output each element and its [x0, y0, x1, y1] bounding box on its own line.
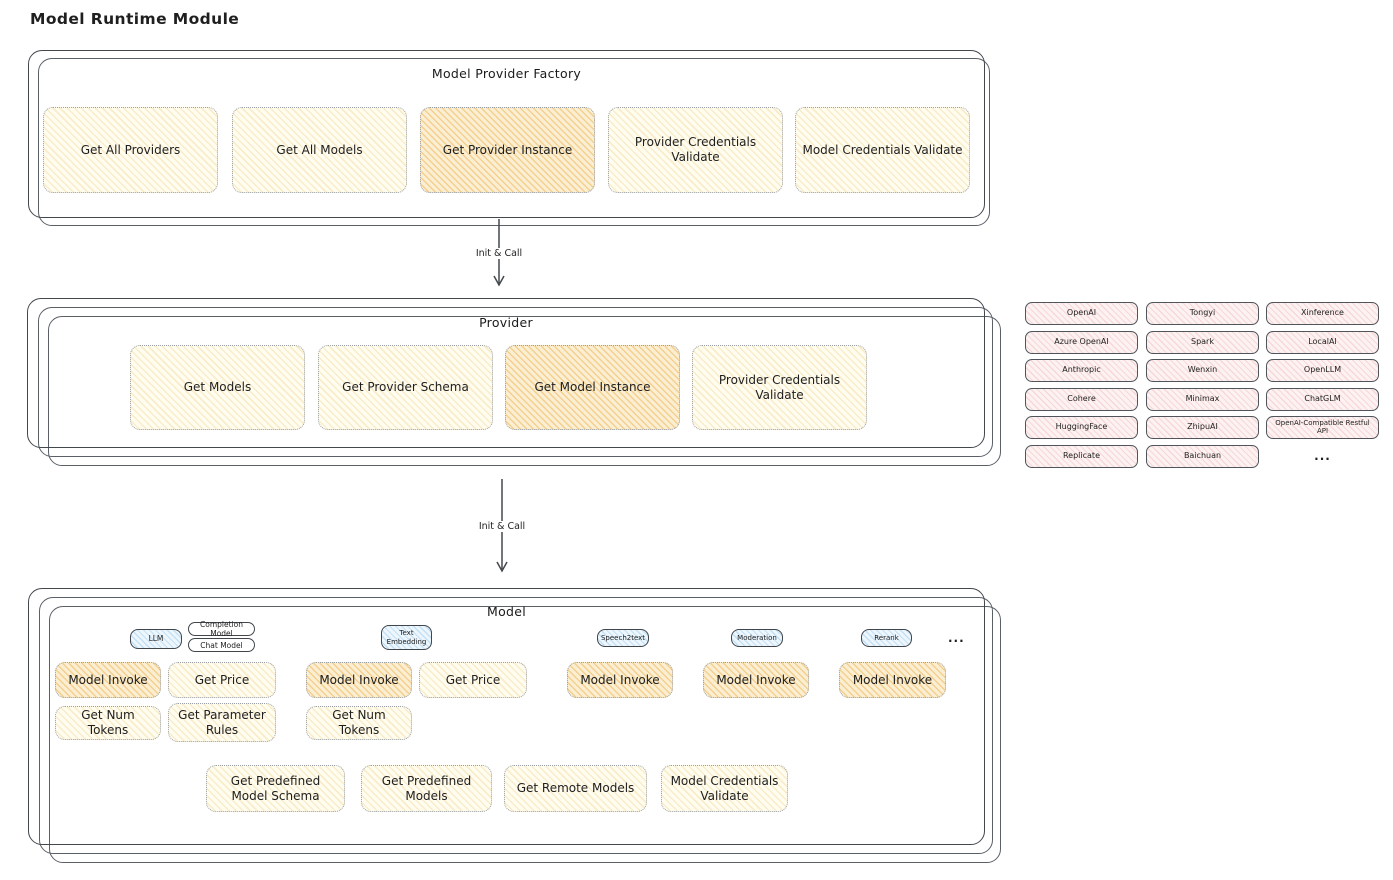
provider-button-get-model-instance[interactable]: Get Model Instance: [505, 345, 680, 430]
provider-item-openai-compatible-restful-api[interactable]: OpenAI-Compatible Restful API: [1266, 416, 1379, 439]
provider-item-cohere[interactable]: Cohere: [1025, 388, 1138, 411]
model-type-badge-chat-model[interactable]: Chat Model: [188, 638, 255, 652]
llm-model-invoke-button[interactable]: Model Invoke: [55, 662, 161, 698]
model-type-badge-speech2text[interactable]: Speech2text: [597, 629, 649, 647]
moderation-model-invoke-button[interactable]: Model Invoke: [703, 662, 809, 698]
provider-back-layer-1: [38, 307, 993, 457]
provider-item-zhipuai[interactable]: ZhipuAI: [1146, 416, 1259, 439]
model-type-badge-rerank[interactable]: Rerank: [861, 629, 912, 647]
text-embedding-model-invoke-button[interactable]: Model Invoke: [306, 662, 412, 698]
provider-item-spark[interactable]: Spark: [1146, 331, 1259, 354]
provider-item-anthropic[interactable]: Anthropic: [1025, 359, 1138, 382]
provider-item-xinference[interactable]: Xinference: [1266, 302, 1379, 325]
provider-item-replicate[interactable]: Replicate: [1025, 445, 1138, 468]
factory-button-model-credentials-validate[interactable]: Model Credentials Validate: [795, 107, 970, 193]
arrow-label-init-call-1: Init & Call: [468, 248, 530, 259]
provider-title: Provider: [479, 315, 533, 330]
factory-button-get-provider-instance[interactable]: Get Provider Instance: [420, 107, 595, 193]
provider-item-minimax[interactable]: Minimax: [1146, 388, 1259, 411]
provider-button-get-provider-schema[interactable]: Get Provider Schema: [318, 345, 493, 430]
model-get-predefined-model-schema-button[interactable]: Get Predefined Model Schema: [206, 765, 345, 812]
provider-panel: [27, 298, 985, 448]
model-type-badge-llm[interactable]: LLM: [130, 629, 182, 649]
provider-button-get-models[interactable]: Get Models: [130, 345, 305, 430]
factory-panel: [28, 50, 985, 218]
text-embedding-get-price-button[interactable]: Get Price: [419, 662, 527, 698]
provider-item-azure-openai[interactable]: Azure OpenAI: [1025, 331, 1138, 354]
provider-item-huggingface[interactable]: HuggingFace: [1025, 416, 1138, 439]
model-get-predefined-models-button[interactable]: Get Predefined Models: [361, 765, 492, 812]
factory-button-get-all-models[interactable]: Get All Models: [232, 107, 407, 193]
model-title: Model: [486, 604, 527, 619]
factory-back-layer: [38, 58, 990, 226]
model-type-badge-text-embedding[interactable]: Text Embedding: [381, 625, 432, 650]
provider-back-layer-2: [48, 316, 1001, 466]
provider-item-baichuan[interactable]: Baichuan: [1146, 445, 1259, 468]
model-get-remote-models-button[interactable]: Get Remote Models: [504, 765, 647, 812]
model-back-layer-1: [39, 597, 993, 854]
model-type-badge-moderation[interactable]: Moderation: [731, 629, 783, 647]
page-title: Model Runtime Module: [30, 10, 240, 28]
llm-get-parameter-rules-button[interactable]: Get Parameter Rules: [168, 703, 276, 742]
provider-button-provider-credentials-validate[interactable]: Provider Credentials Validate: [692, 345, 867, 430]
model-panel: [28, 588, 985, 845]
factory-title: Model Provider Factory: [431, 66, 582, 81]
provider-item-chatglm[interactable]: ChatGLM: [1266, 388, 1379, 411]
rerank-model-invoke-button[interactable]: Model Invoke: [839, 662, 946, 698]
model-model-credentials-validate-button[interactable]: Model Credentials Validate: [661, 765, 788, 812]
model-type-badge-completion-model[interactable]: Completion Model: [188, 620, 255, 638]
speech2text-model-invoke-button[interactable]: Model Invoke: [567, 662, 673, 698]
arrow-label-init-call-2: Init & Call: [471, 521, 533, 532]
provider-item-localai[interactable]: LocalAI: [1266, 331, 1379, 354]
more-providers-ellipsis: ...: [1314, 449, 1331, 463]
llm-get-num-tokens-button[interactable]: Get Num Tokens: [55, 706, 161, 740]
model-back-layer-2: [49, 606, 1001, 863]
text-embedding-get-num-tokens-button[interactable]: Get Num Tokens: [306, 706, 412, 740]
factory-button-provider-credentials-validate[interactable]: Provider Credentials Validate: [608, 107, 783, 193]
more-model-types-ellipsis: ...: [948, 631, 965, 645]
factory-button-get-all-providers[interactable]: Get All Providers: [43, 107, 218, 193]
provider-item-wenxin[interactable]: Wenxin: [1146, 359, 1259, 382]
provider-item-tongyi[interactable]: Tongyi: [1146, 302, 1259, 325]
llm-get-price-button[interactable]: Get Price: [168, 662, 276, 698]
provider-item-openllm[interactable]: OpenLLM: [1266, 359, 1379, 382]
provider-item-openai[interactable]: OpenAI: [1025, 302, 1138, 325]
